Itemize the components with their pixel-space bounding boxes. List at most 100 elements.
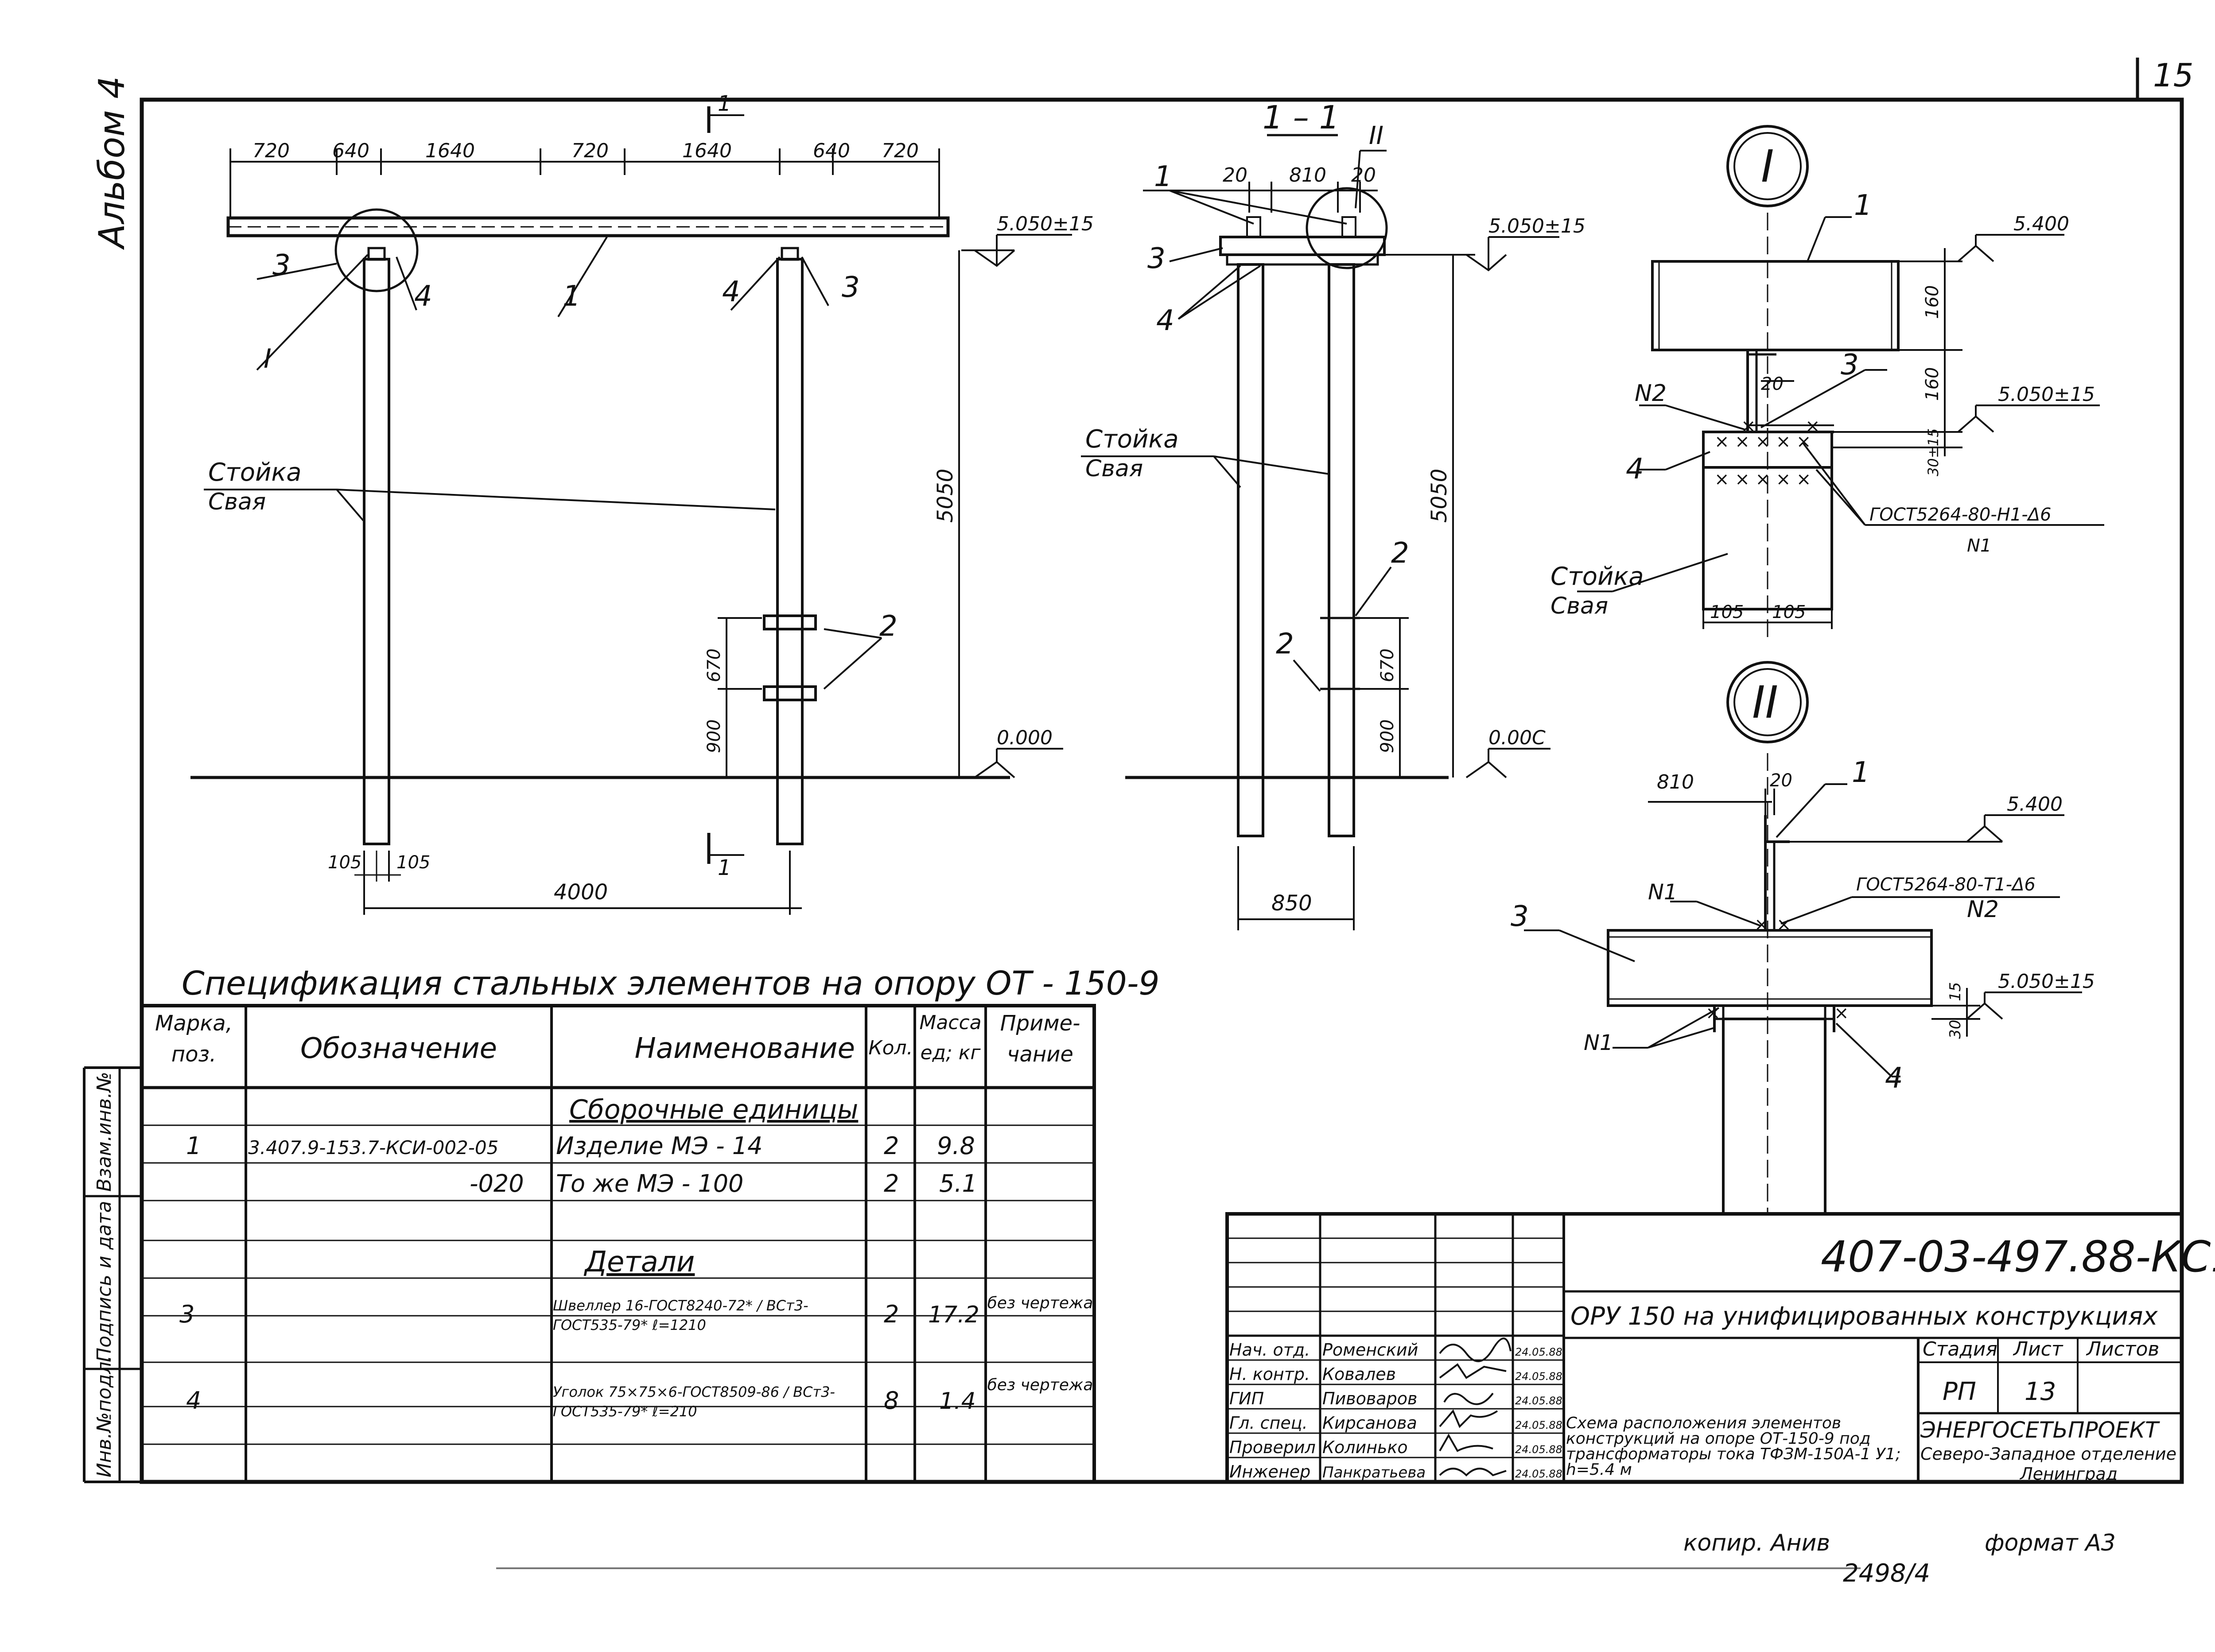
spec-row-1-name: Изделие МЭ - 14 <box>556 1132 763 1160</box>
spec-row-1-designation: 3.407.9-153.7-КСИ-002-05 <box>248 1137 498 1158</box>
copier-note: копир. Анив <box>1683 1530 1830 1556</box>
format-label: формат А3 <box>1985 1530 2116 1556</box>
detail-I-weld-n1: N1 <box>1967 536 1991 556</box>
title-code: 407-03-497.88-КС1 <box>1821 1232 2215 1282</box>
title-block-text: 407-03-497.88-КС1 ОРУ 150 на унифицирова… <box>1229 1232 2215 1484</box>
front-post-half-right: 105 <box>396 852 430 873</box>
signature-1 <box>1439 1337 1512 1362</box>
detail-II-dim-15: 15 <box>1947 982 1964 1001</box>
detail-I-dim-160b: 160 <box>1922 367 1943 401</box>
section-dim-b: 810 <box>1289 164 1326 187</box>
front-pos-2: 2 <box>879 610 898 643</box>
detail-II-elev-top: 5.400 <box>2007 793 2063 816</box>
spec-row-4-mass: 1.4 <box>939 1388 976 1415</box>
signatures <box>1439 1337 1512 1477</box>
staff-date-3: 24.05.88 <box>1515 1395 1562 1407</box>
spec-row-4-note: без чертежа <box>987 1376 1093 1394</box>
spec-row-4-mark: 4 <box>186 1387 201 1415</box>
detail-II-pos-3: 3 <box>1511 900 1529 933</box>
detail-I-marks: × × × × × × × × × × × × <box>1714 416 1820 490</box>
front-elev-zero: 0.000 <box>997 727 1053 749</box>
staff-role-6: Инженер <box>1229 1462 1310 1481</box>
staff-name-1: Роменский <box>1322 1340 1418 1360</box>
section-pos-2-lower: 2 <box>1276 628 1294 661</box>
front-dim-1640a: 1640 <box>425 140 475 162</box>
staff-date-2: 24.05.88 <box>1515 1370 1562 1383</box>
detail-II-mark: II <box>1752 676 1778 728</box>
signature-2 <box>1439 1363 1507 1379</box>
detail-I-mark: I <box>1761 140 1774 192</box>
detail-I-post-label-2: Свая <box>1550 593 1608 619</box>
spec-title: Спецификация стальных элементов на опору… <box>182 964 1160 1003</box>
detail-II-weld-n2: N2 <box>1967 896 1999 923</box>
staff-name-3: Пивоваров <box>1322 1389 1417 1408</box>
spec-section-assemblies: Сборочные единицы <box>569 1094 858 1125</box>
front-dim-1640b: 1640 <box>682 140 732 162</box>
staff-role-2: Н. контр. <box>1229 1364 1310 1384</box>
staff-role-5: Проверил <box>1229 1438 1316 1457</box>
spec-header-name: Наименование <box>634 1032 855 1065</box>
staff-role-4: Гл. спец. <box>1229 1413 1308 1433</box>
spec-row-3-mass: 17.2 <box>928 1302 979 1328</box>
front-post-label-2: Свая <box>208 489 266 515</box>
left-stamp-inv: Инв.№подл. <box>93 1355 116 1477</box>
title-org-1: ЭНЕРГОСЕТЬПРОЕКТ <box>1920 1417 2160 1443</box>
detail-I-elev-mid: 5.050±15 <box>1998 383 2095 406</box>
staff-date-4: 24.05.88 <box>1515 1419 1562 1431</box>
detail-I <box>1577 125 2104 638</box>
front-height: 5050 <box>933 469 958 523</box>
album-label: Альбом 4 <box>91 76 132 250</box>
front-base-span: 4000 <box>554 880 608 905</box>
detail-II-labels: II 810 20 5.400 5.050±15 ГОСТ5264-80-Т1-… <box>1511 676 2095 1095</box>
signature-3 <box>1443 1392 1494 1405</box>
staff-name-4: Кирсанова <box>1322 1413 1417 1433</box>
staff-date-6: 24.05.88 <box>1515 1468 1562 1480</box>
front-pos-4-right: 4 <box>722 276 740 308</box>
front-view-labels: 720 640 1640 720 1640 640 720 1 1 5.050±… <box>208 91 1094 905</box>
detail-II-marks: × × × × <box>1706 914 1849 1023</box>
section-post-label-2: Свая <box>1085 455 1143 482</box>
front-post-label-1: Стойка <box>208 458 302 487</box>
spec-header-designation: Обозначение <box>300 1032 497 1065</box>
title-sheet-label: Лист <box>2013 1338 2063 1360</box>
spec-row-2-name: То же МЭ - 100 <box>556 1170 743 1197</box>
front-pos-3-left: 3 <box>272 249 291 282</box>
detail-I-half-b: 105 <box>1772 602 1806 622</box>
left-stamp-replace: Взам.инв.№ <box>93 1072 116 1192</box>
front-pos-3-right: 3 <box>842 271 860 304</box>
spec-body: Сборочные единицы Детали 1 3.407.9-153.7… <box>179 1094 1093 1420</box>
section-spacing-upper: 670 <box>1377 649 1398 682</box>
title-project: ОРУ 150 на унифицированных конструкциях <box>1570 1302 2158 1331</box>
svg-text:×: × <box>1834 1003 1849 1023</box>
svg-text:× × × × ×: × × × × × <box>1714 431 1811 452</box>
spec-row-3-note: без чертежа <box>987 1294 1093 1312</box>
title-stage: РП <box>1943 1377 1976 1406</box>
front-dim-720b: 720 <box>571 140 609 162</box>
section-base-width: 850 <box>1271 891 1312 916</box>
detail-I-elev-top: 5.400 <box>2013 213 2069 235</box>
spec-row-3-mark: 3 <box>179 1300 194 1328</box>
signature-6 <box>1439 1468 1507 1477</box>
front-section-mark-top: 1 <box>718 91 731 116</box>
title-org-3: Ленинград <box>2019 1464 2118 1484</box>
detail-I-pos-3: 3 <box>1841 349 1859 381</box>
page-number: 15 <box>2153 57 2194 94</box>
detail-II-dim-20: 20 <box>1770 770 1792 791</box>
detail-II <box>1524 661 2082 1215</box>
front-spacing-lower: 900 <box>704 719 724 753</box>
section-view <box>1081 134 1559 930</box>
front-post-half-left: 105 <box>328 852 361 873</box>
spec-row-3-qty: 2 <box>884 1300 899 1328</box>
detail-II-weld-n1b: N1 <box>1584 1030 1613 1055</box>
front-dim-720c: 720 <box>882 140 919 162</box>
front-view <box>190 106 1072 915</box>
detail-I-pos-4: 4 <box>1626 453 1644 486</box>
detail-I-dim-20: 20 <box>1761 374 1784 394</box>
detail-I-post-label-1: Стойка <box>1550 562 1644 591</box>
section-pos-1: 1 <box>1154 160 1172 193</box>
section-post-label-1: Стойка <box>1085 425 1179 454</box>
detail-II-pos-1: 1 <box>1852 756 1870 789</box>
title-stage-label: Стадия <box>1923 1338 1997 1360</box>
front-dim-720a: 720 <box>253 140 290 162</box>
title-sheet-title: Схема расположения элементов конструкций… <box>1566 1415 1901 1479</box>
